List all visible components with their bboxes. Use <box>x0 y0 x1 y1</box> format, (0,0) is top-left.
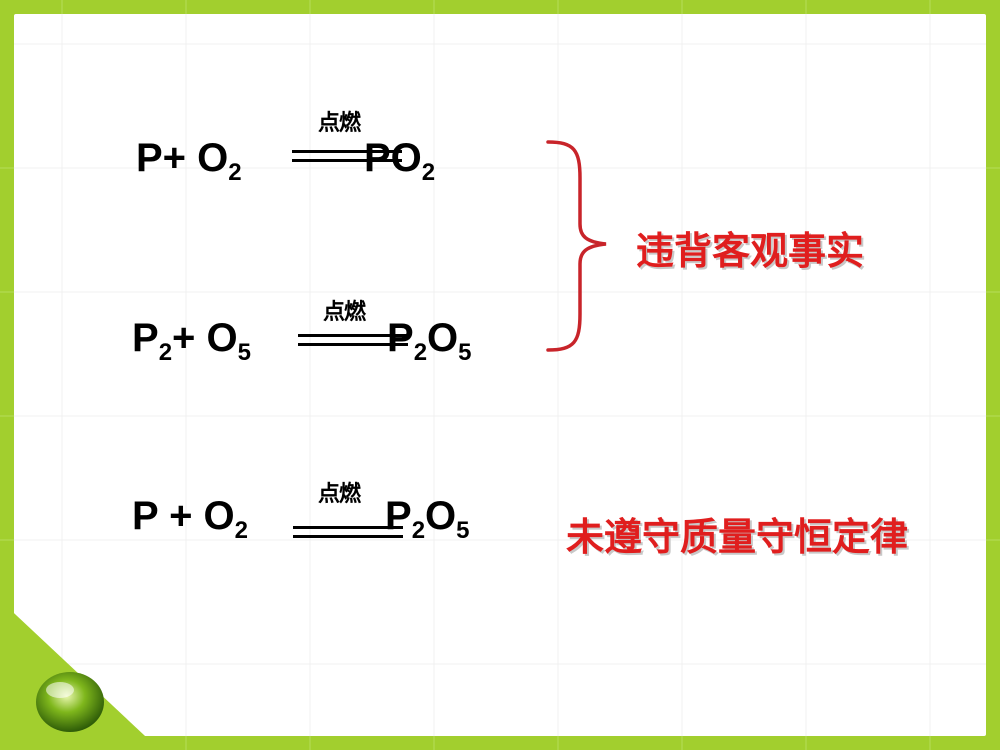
equation-3-equals-sign <box>293 526 403 540</box>
slide-canvas <box>14 14 986 736</box>
equation-1-condition: 点燃 <box>318 111 361 136</box>
equation-3-right: P2O5 <box>385 494 470 544</box>
equation-2-left: P2+ O5 <box>132 316 251 366</box>
equation-1-equals-sign <box>292 150 402 164</box>
green-orb-decoration <box>36 672 104 732</box>
slide-grid <box>14 14 986 736</box>
equation-2-equals-sign <box>298 334 408 348</box>
equation-3-condition: 点燃 <box>318 482 361 507</box>
equation-1-right: PO2 <box>364 136 436 186</box>
equation-3-left: P + O2 <box>132 494 249 544</box>
equation-1-left: P+ O2 <box>136 136 242 186</box>
equation-2-condition: 点燃 <box>323 300 366 325</box>
brace-note: 违背客观事实 <box>636 228 865 273</box>
equation-2-right: P2O5 <box>387 316 472 366</box>
curly-brace-icon <box>546 140 607 352</box>
bottom-note: 未遵守质量守恒定律 <box>566 514 909 559</box>
